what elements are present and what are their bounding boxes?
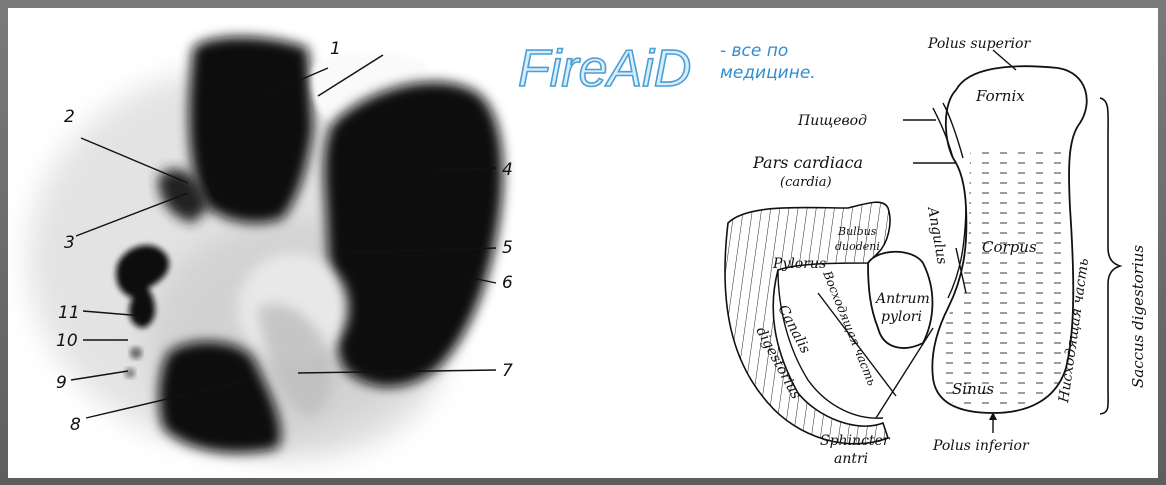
watermark-tagline-2: медицине.	[720, 63, 816, 83]
marker-9: 9	[56, 373, 67, 393]
marker-5: 5	[502, 238, 513, 258]
label-polus-inferior: Polus inferior	[932, 438, 1030, 454]
label-duodeni: duodeni	[835, 240, 880, 253]
label-corpus: Corpus	[982, 238, 1037, 256]
label-esophagus: Пищевод	[797, 113, 867, 129]
marker-11: 11	[58, 303, 80, 323]
label-fornix: Fornix	[975, 87, 1025, 105]
xray-image: 1 2 3 4 5 6 7 8 9 10 11	[28, 37, 513, 458]
label-pylorus: Pylorus	[772, 256, 826, 272]
marker-6: 6	[502, 273, 513, 293]
marker-3: 3	[64, 233, 75, 253]
watermark-brand: FireAiD	[518, 40, 691, 98]
marker-7: 7	[502, 361, 513, 381]
watermark: FireAiD - все по медицине.	[518, 40, 816, 98]
label-pylori: pylori	[881, 309, 922, 325]
label-cardia: (cardia)	[780, 175, 832, 190]
marker-1: 1	[330, 39, 341, 59]
stomach-contents	[936, 149, 1074, 411]
marker-2: 2	[64, 107, 75, 127]
marker-10: 10	[56, 331, 78, 351]
label-angulus: Angulus	[924, 204, 950, 266]
label-sinus: Sinus	[952, 380, 994, 398]
marker-8: 8	[70, 415, 81, 435]
label-bulbus: Bulbus	[837, 225, 877, 238]
label-saccus: Saccus digestorius	[1129, 245, 1147, 388]
label-sphincter: Sphincter	[820, 433, 891, 449]
slide-canvas: 1 2 3 4 5 6 7 8 9 10 11 FireAiD - все по…	[8, 8, 1158, 478]
saccus-brace	[1100, 98, 1120, 414]
xray-upper-shadow	[189, 37, 313, 223]
label-antri: antri	[834, 451, 868, 467]
marker-4: 4	[502, 160, 513, 180]
slide-frame: 1 2 3 4 5 6 7 8 9 10 11 FireAiD - все по…	[8, 8, 1158, 478]
canalis-band	[725, 202, 890, 444]
stomach-diagram: Polus superior Fornix Пищевод Pars cardi…	[725, 36, 1147, 467]
label-antrum: Antrum	[874, 291, 930, 307]
label-polus-superior: Polus superior	[927, 36, 1031, 52]
label-pars-cardiaca: Pars cardiaca	[752, 153, 863, 172]
xray-stomach-shadow	[324, 82, 503, 387]
watermark-tagline-1: - все по	[720, 41, 788, 61]
